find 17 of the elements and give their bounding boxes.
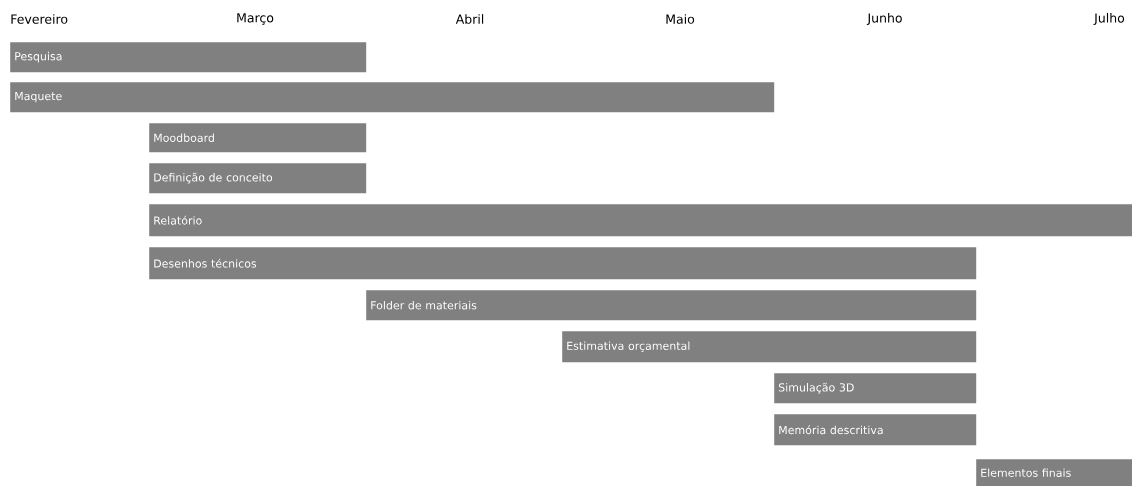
month-label: Fevereiro xyxy=(11,14,68,24)
task-bar: Memória descritiva xyxy=(774,414,977,446)
task-bar: Estimativa orçamental xyxy=(562,331,977,363)
month-label: Abril xyxy=(455,14,484,24)
task-bar: Pesquisa xyxy=(10,42,367,73)
task-bar: Simulação 3D xyxy=(774,373,977,404)
month-label: Março xyxy=(237,13,274,25)
task-bar: Desenhos técnicos xyxy=(149,247,977,280)
month-label: Julho xyxy=(1093,13,1125,25)
task-bar: Maquete xyxy=(10,82,775,113)
task-bar: Moodboard xyxy=(149,123,367,153)
task-bar: Definição de conceito xyxy=(149,163,367,194)
task-bar: Folder de materiais xyxy=(366,290,977,321)
task-bar: Elementos finais xyxy=(976,459,1132,486)
month-label: Maio xyxy=(666,14,695,24)
month-label: Junho xyxy=(866,13,902,25)
task-bar: Relatório xyxy=(149,204,1132,237)
